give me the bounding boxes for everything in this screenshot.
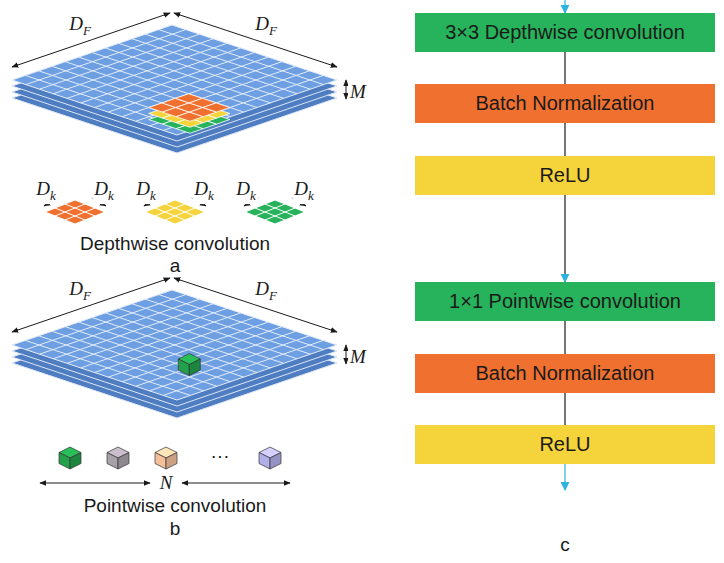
dimension-line [346,345,347,364]
box-label: Batch Normalization [476,362,655,385]
grid-line [122,327,282,382]
grid-line [136,66,296,121]
grid-line [108,322,268,377]
kernel-patch [149,100,230,128]
dimension-symbol: DF [253,278,279,304]
process-box: Batch Normalization [415,354,715,393]
dimension-line [40,483,150,484]
grid-line [145,299,310,354]
dimension-line [12,278,170,332]
grid-line [95,53,255,108]
grid-line [159,30,324,85]
flow-connector [564,321,565,354]
dimension-line [12,13,170,67]
grid-line [92,318,257,373]
pointwise-kernels [59,354,281,470]
grid-line [119,43,284,98]
caption-text: Pointwise convolution [84,495,267,517]
process-box: ReLU [415,425,715,464]
process-box: Batch Normalization [415,84,715,123]
dimension-line [346,80,347,99]
dimension-symbol: Dk [292,178,316,204]
grid-line [105,313,270,368]
dimension-symbol: DF [67,13,93,39]
grid-line [122,62,282,117]
dimension-symbol: Dk [34,178,58,204]
depthwise-kernels [45,200,305,224]
caption-text: b [170,518,181,540]
dimension-symbol: M [348,81,368,103]
caption-text: a [170,255,181,277]
feature-map-a [12,25,337,153]
grid-line [150,336,310,391]
grid-line [108,57,268,112]
kernel-patch [149,94,230,122]
grid-line [95,318,255,373]
grid-line [119,308,284,363]
dimension-symbol: Dk [192,178,216,204]
grid-line [132,304,297,359]
grid-line [65,208,95,220]
grid-line [163,340,323,395]
dimension-symbol: Dk [92,178,116,204]
grid-line [265,208,295,220]
dimension-lines [12,13,346,483]
cube [59,447,81,469]
grid-line [136,331,296,386]
grid-line [159,295,324,350]
process-box: 1×1 Pointwise convolution [415,282,715,321]
grid-line [145,34,310,89]
flow-connector [564,195,565,282]
cube [178,354,200,376]
grid-line [150,71,310,126]
flow-connector [564,123,565,156]
caption-text: c [560,534,570,556]
dimension-line [174,13,337,67]
dimension-symbol: DF [67,278,93,304]
feature-map-b [12,290,337,418]
dimension-symbol: DF [253,13,279,39]
box-label: 1×1 Pointwise convolution [449,290,681,313]
cube [259,447,281,469]
cube [155,447,177,469]
process-box: 3×3 Depthwise convolution [415,13,715,52]
grid-line [105,48,270,103]
flow-connector [564,393,565,425]
flow-connector [564,52,565,84]
box-label: ReLU [539,433,590,456]
cube [107,447,129,469]
caption-text: ··· [211,445,230,467]
grid-line [165,208,195,220]
process-box: ReLU [415,156,715,195]
box-label: Batch Normalization [476,92,655,115]
dimension-symbol: Dk [234,178,258,204]
caption-text: Depthwise convolution [80,233,270,255]
output-arrow [564,464,565,490]
grid-plane [12,290,337,400]
box-label: ReLU [539,164,590,187]
grid-plane [12,25,337,135]
grid-line [132,39,297,94]
dimension-line [182,483,290,484]
input-arrow [564,0,565,13]
dimension-symbol: Dk [134,178,158,204]
kernel-cell [203,103,230,112]
box-label: 3×3 Depthwise convolution [445,21,685,44]
dimension-symbol: N [158,472,175,494]
dimension-line [174,278,337,332]
dimension-symbol: M [348,346,368,368]
grid-line [92,53,257,108]
